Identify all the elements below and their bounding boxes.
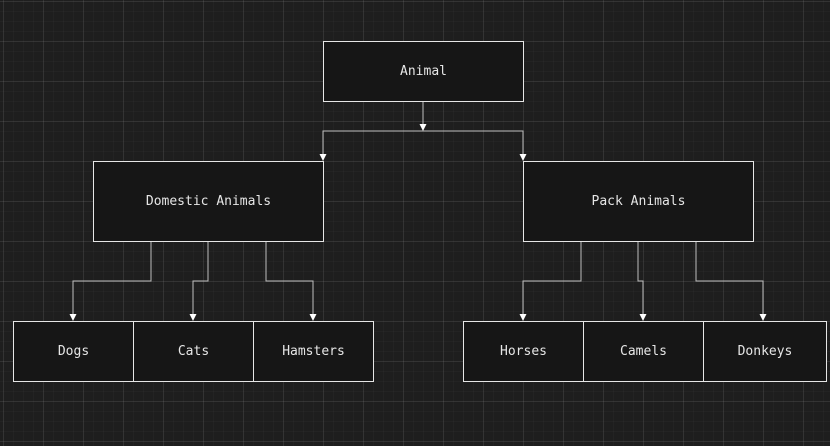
connector-pack-horses xyxy=(522,241,582,315)
node-animal-label: Animal xyxy=(400,64,447,79)
arrowhead-cats xyxy=(189,314,197,321)
node-domestic-animals-label: Domestic Animals xyxy=(145,194,272,209)
node-pack-animals-label: Pack Animals xyxy=(591,194,686,209)
arrowhead-donkeys xyxy=(759,314,767,321)
arrowhead-domestic xyxy=(319,154,327,161)
connector-domestic-hamsters xyxy=(265,241,314,315)
node-dogs-label: Dogs xyxy=(57,344,90,359)
connector-domestic-cats xyxy=(192,241,209,315)
node-cats[interactable]: Cats xyxy=(133,321,254,382)
node-donkeys-label: Donkeys xyxy=(737,344,793,359)
arrowhead-hamsters xyxy=(309,314,317,321)
arrowhead-camels xyxy=(639,314,647,321)
node-pack-animals[interactable]: Pack Animals xyxy=(523,161,754,242)
arrowhead-dogs xyxy=(69,314,77,321)
node-camels-label: Camels xyxy=(620,344,667,359)
arrowhead-horses xyxy=(519,314,527,321)
arrowhead-pack xyxy=(519,154,527,161)
connector-root-pack xyxy=(423,130,524,155)
connector-pack-camels xyxy=(637,241,644,315)
node-hamsters[interactable]: Hamsters xyxy=(253,321,374,382)
node-horses-label: Horses xyxy=(500,344,547,359)
arrowhead-root xyxy=(419,124,427,131)
node-domestic-animals[interactable]: Domestic Animals xyxy=(93,161,324,242)
node-donkeys[interactable]: Donkeys xyxy=(703,321,827,382)
node-dogs[interactable]: Dogs xyxy=(13,321,134,382)
node-cats-label: Cats xyxy=(177,344,210,359)
connector-pack-donkeys xyxy=(695,241,764,315)
node-horses[interactable]: Horses xyxy=(463,321,584,382)
node-camels[interactable]: Camels xyxy=(583,321,704,382)
node-hamsters-label: Hamsters xyxy=(282,344,345,359)
connector-root-domestic xyxy=(322,130,423,155)
node-animal[interactable]: Animal xyxy=(323,41,524,102)
connector-domestic-dogs xyxy=(72,241,152,315)
